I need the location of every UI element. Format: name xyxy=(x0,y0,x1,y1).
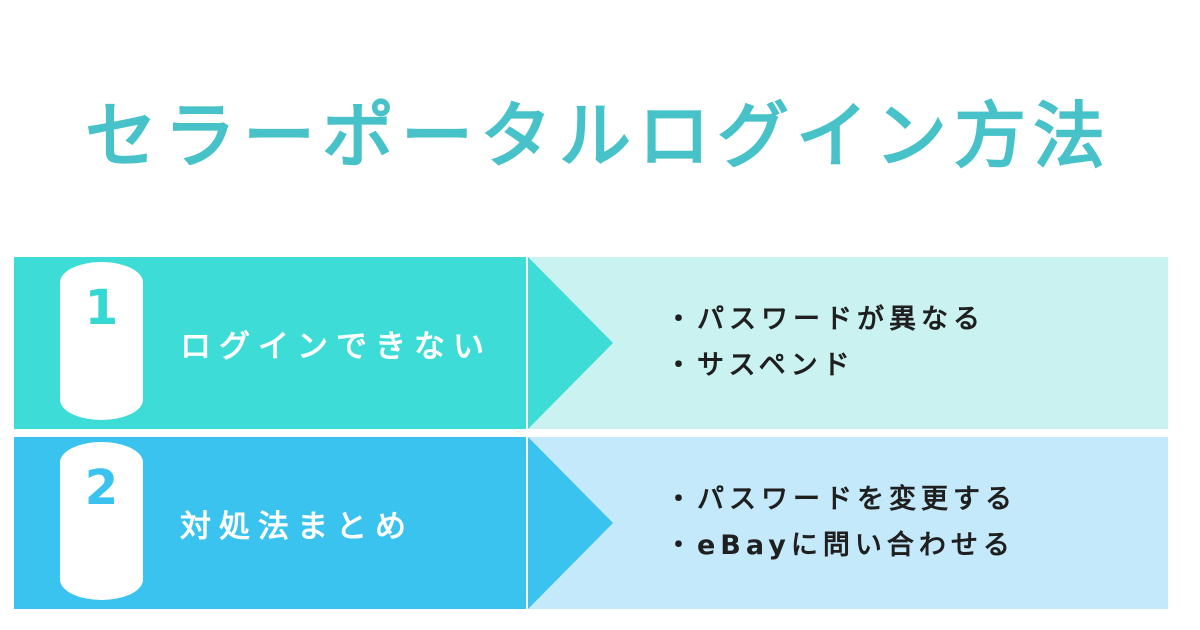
step-row-2: ・パスワードを変更する ・eBayに問い合わせる 2 対処法まとめ xyxy=(14,437,1168,609)
step-1-detail-panel: ・パスワードが異なる ・サスペンド xyxy=(528,257,1168,429)
step-number: 1 xyxy=(84,280,119,336)
page-title: セラーポータルログイン方法 xyxy=(85,94,1113,178)
bullet-item: ・eBayに問い合わせる xyxy=(665,530,1015,561)
step-label: ログインできない xyxy=(180,328,492,365)
step-1-banner: 1 ログインできない xyxy=(14,257,526,429)
step-number-badge: 1 xyxy=(60,262,143,420)
arrow-right-icon xyxy=(528,257,613,429)
bullet-item: ・パスワードが異なる xyxy=(665,304,985,335)
step-row-1: ・パスワードが異なる ・サスペンド 1 ログインできない xyxy=(14,257,1168,429)
step-number-badge: 2 xyxy=(60,442,143,600)
bullet-item: ・サスペンド xyxy=(665,350,855,381)
arrow-right-icon xyxy=(528,437,613,609)
bullet-list: ・パスワードが異なる ・サスペンド xyxy=(665,257,985,429)
step-label: 対処法まとめ xyxy=(180,508,414,545)
bullet-list: ・パスワードを変更する ・eBayに問い合わせる xyxy=(665,437,1017,609)
step-2-banner: 2 対処法まとめ xyxy=(14,437,526,609)
step-number: 2 xyxy=(84,460,119,516)
step-2-detail-panel: ・パスワードを変更する ・eBayに問い合わせる xyxy=(528,437,1168,609)
bullet-item: ・パスワードを変更する xyxy=(665,484,1017,515)
